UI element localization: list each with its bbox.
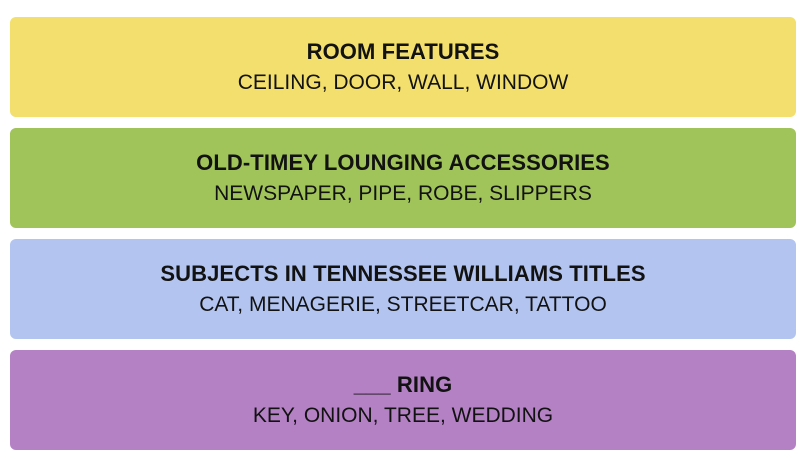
solved-group-blue: SUBJECTS IN TENNESSEE WILLIAMS TITLES CA… (10, 239, 796, 339)
solved-group-green: OLD-TIMEY LOUNGING ACCESSORIES NEWSPAPER… (10, 128, 796, 228)
solved-group-yellow: ROOM FEATURES CEILING, DOOR, WALL, WINDO… (10, 17, 796, 117)
group-members: CAT, MENAGERIE, STREETCAR, TATTOO (199, 292, 607, 316)
group-title: OLD-TIMEY LOUNGING ACCESSORIES (196, 149, 610, 175)
group-title: ___ RING (353, 371, 453, 397)
group-members: CEILING, DOOR, WALL, WINDOW (237, 70, 569, 94)
solved-group-purple: ___ RING KEY, ONION, TREE, WEDDING (10, 350, 796, 450)
group-members: NEWSPAPER, PIPE, ROBE, SLIPPERS (214, 181, 592, 205)
group-members: KEY, ONION, TREE, WEDDING (252, 403, 554, 427)
group-title: ROOM FEATURES (306, 38, 500, 64)
group-title: SUBJECTS IN TENNESSEE WILLIAMS TITLES (160, 260, 646, 286)
solved-groups-board: ROOM FEATURES CEILING, DOOR, WALL, WINDO… (10, 17, 796, 450)
